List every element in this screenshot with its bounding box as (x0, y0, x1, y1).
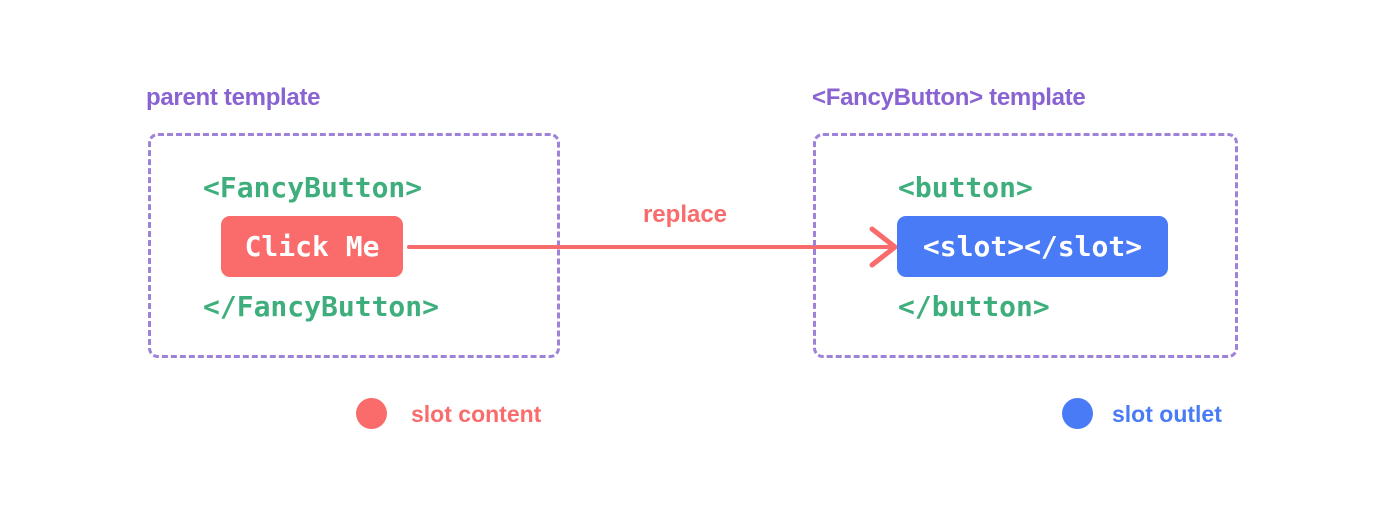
button-close-tag: </button> (898, 290, 1050, 323)
click-me-button: Click Me (221, 216, 403, 277)
fancybutton-template-heading: <FancyButton> template (812, 84, 1086, 111)
slot-outlet-dot (1062, 398, 1093, 429)
slot-outlet-legend-label: slot outlet (1112, 401, 1222, 427)
replace-label: replace (642, 201, 728, 228)
click-me-label: Click Me (244, 230, 380, 263)
fancybutton-close-tag: </FancyButton> (203, 290, 440, 323)
fancybutton-template-box (813, 133, 1238, 358)
fancybutton-open-tag: <FancyButton> (203, 171, 423, 204)
slot-outlet-box: <slot></slot> (897, 216, 1168, 277)
parent-template-heading: parent template (146, 84, 321, 111)
slot-content-legend-label: slot content (411, 401, 542, 427)
button-open-tag: <button> (898, 171, 1033, 204)
slot-content-dot (356, 398, 387, 429)
replace-arrow (407, 226, 898, 268)
slot-outlet-label: <slot></slot> (922, 230, 1143, 263)
